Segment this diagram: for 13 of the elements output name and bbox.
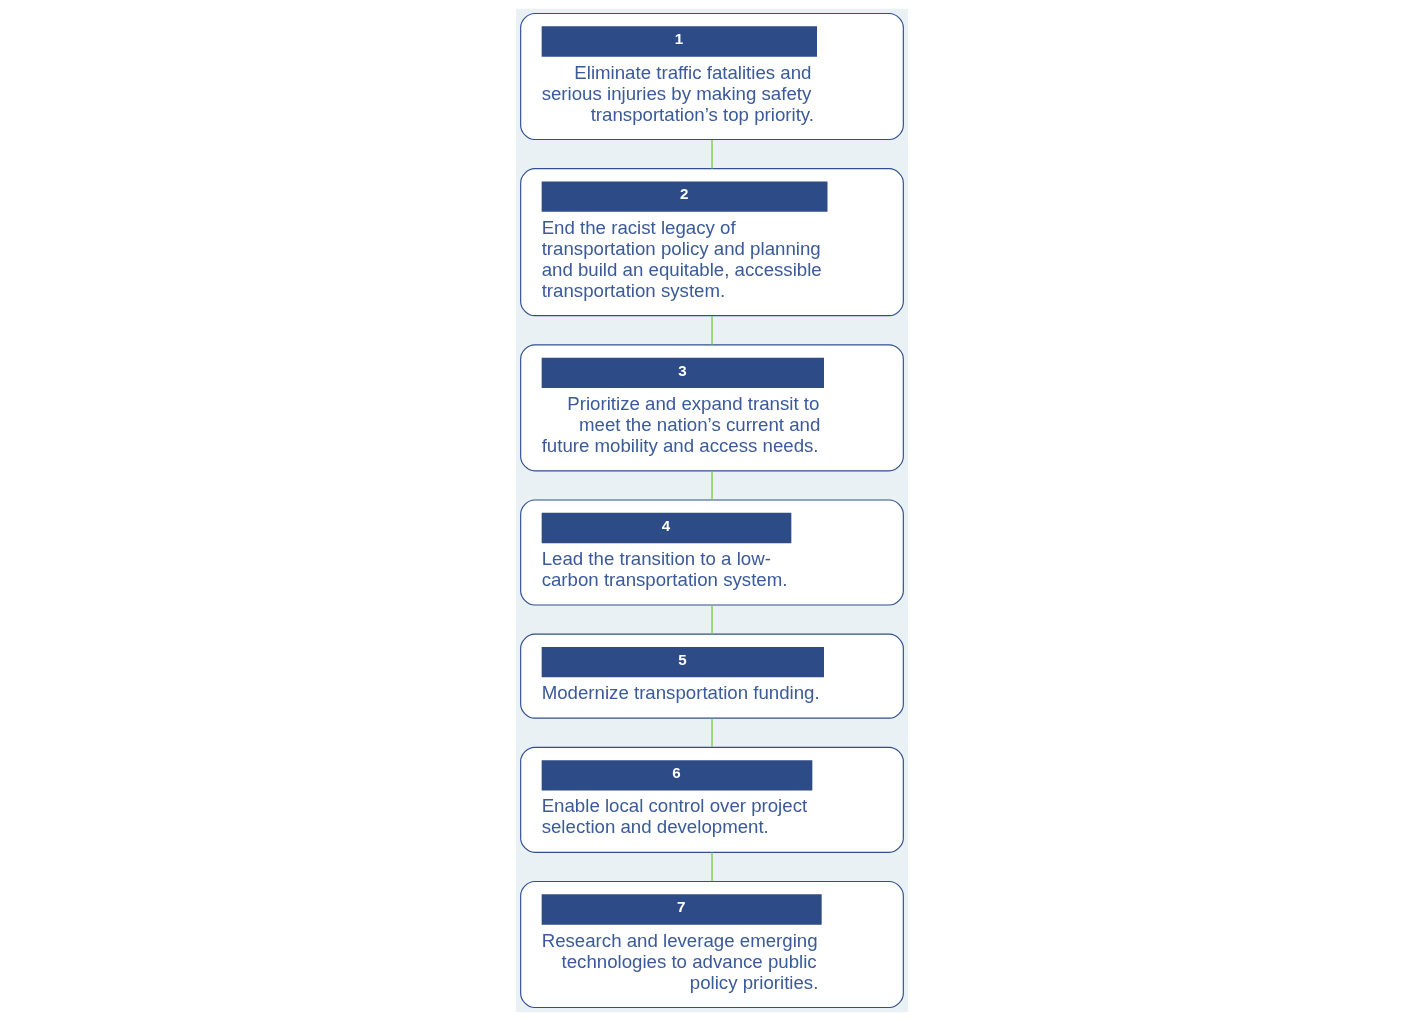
- node-box: 5 Modernize transportation funding.: [519, 633, 904, 719]
- node-box: 7 Research and leverage emerging technologies to advance public policy priorities.: [519, 880, 904, 1009]
- node-box: 2 End the racist legacy of transportation policy and planning and build an equitable, accessible transportation system.: [519, 168, 904, 317]
- node-box: 3 Prioritize and expand transit to meet the nation’s current and future mobility and access needs.: [519, 344, 904, 472]
- connector: [710, 604, 713, 635]
- connector: [710, 717, 713, 748]
- connector: [710, 470, 713, 501]
- node-box: 6 Enable local control over project selection and development.: [519, 746, 904, 853]
- node-box: 1 Eliminate traffic fatalities and serious injuries by making safety transportation’s top priority.: [519, 12, 904, 141]
- connector: [710, 139, 713, 170]
- node-box: 4 Lead the transition to a low-carbon transportation system.: [519, 499, 904, 606]
- connector: [710, 315, 713, 346]
- connector: [710, 851, 713, 883]
